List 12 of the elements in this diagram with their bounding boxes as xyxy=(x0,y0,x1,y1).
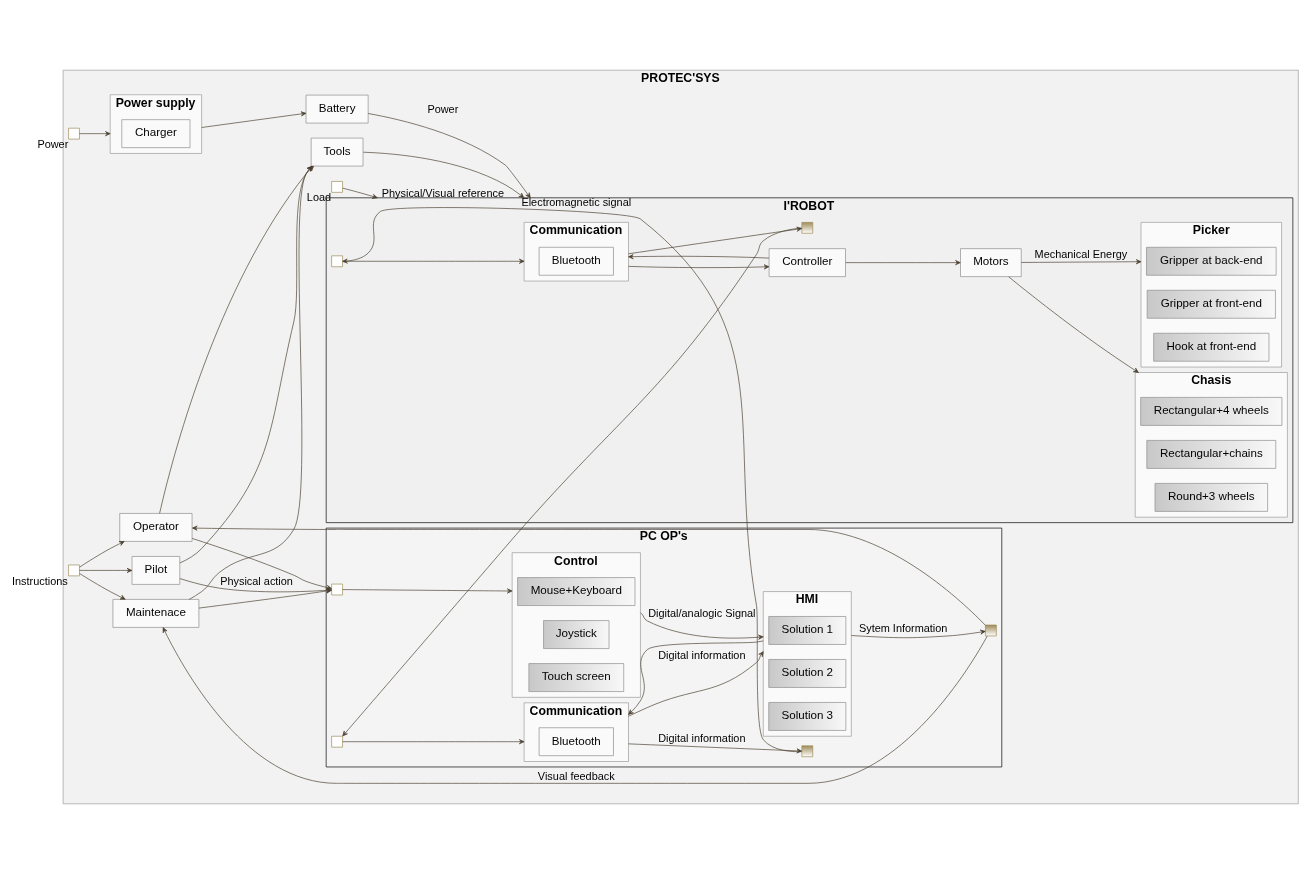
node-label: Instructions xyxy=(12,574,68,587)
edge-label: Digital information xyxy=(658,649,746,661)
node-label: Power xyxy=(37,137,69,150)
edge-label: Mechanical Energy xyxy=(1034,248,1128,261)
edge-label: Sytem Information xyxy=(858,622,948,635)
edge-label: Digital/analogic Signal xyxy=(648,607,756,620)
edge-label: Visual feedback xyxy=(537,769,615,782)
edge-label: Electromagnetic signal xyxy=(521,195,632,208)
edge-label: Physical action xyxy=(220,574,293,587)
edge-label: Physical/Visual reference xyxy=(381,186,505,199)
edge-label: Digital information xyxy=(658,731,746,744)
edge-label: Power xyxy=(427,103,459,116)
